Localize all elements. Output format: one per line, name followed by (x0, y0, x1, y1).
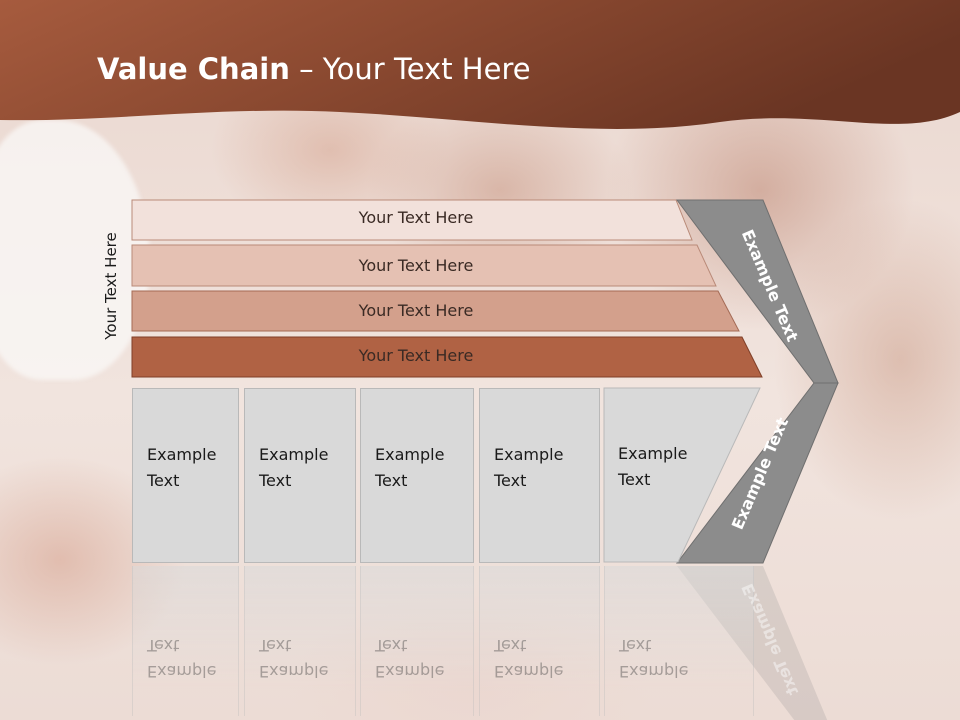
support-bar-1[interactable] (131, 199, 693, 241)
primary-box-4[interactable]: Example Text (479, 388, 600, 563)
primary-box-2-label: Example Text (259, 445, 329, 490)
primary-box-4-reflection-label: Example Text (494, 636, 564, 681)
support-bar-2[interactable] (131, 244, 717, 287)
primary-box-1-reflection: Example Text (132, 566, 239, 716)
primary-box-5-reflection-label: Example Text (619, 636, 689, 681)
primary-box-3-label: Example Text (375, 445, 445, 490)
support-bar-1-label: Your Text Here (358, 208, 474, 227)
value-arrow-lower[interactable] (675, 382, 839, 564)
support-bar-4[interactable] (131, 336, 763, 378)
primary-box-1-reflection-label: Example Text (147, 636, 217, 681)
support-bar-3-label: Your Text Here (358, 301, 474, 320)
primary-box-4-reflection: Example Text (479, 566, 600, 716)
title-bold: Value Chain (97, 52, 290, 86)
support-bar-2-label: Your Text Here (358, 256, 474, 275)
title-rest: – Your Text Here (289, 52, 531, 86)
primary-box-5-label: Example Text (618, 444, 688, 489)
primary-box-2[interactable]: Example Text (244, 388, 356, 563)
primary-box-1-label: Example Text (147, 445, 217, 490)
primary-box-2-reflection-label: Example Text (259, 636, 329, 681)
primary-box-3-reflection: Example Text (360, 566, 474, 716)
primary-box-5-slant (603, 387, 761, 563)
title-band (0, 0, 960, 129)
primary-box-1[interactable]: Example Text (132, 388, 239, 563)
primary-box-3-reflection-label: Example Text (375, 636, 445, 681)
primary-box-3[interactable]: Example Text (360, 388, 474, 563)
primary-box-5-reflection: Example Text (604, 566, 754, 716)
vertical-label: Your Text Here (102, 232, 120, 340)
primary-box-2-reflection: Example Text (244, 566, 356, 716)
support-bar-3[interactable] (131, 290, 740, 332)
page-title: Value Chain – Your Text Here (97, 52, 531, 86)
primary-box-4-label: Example Text (494, 445, 564, 490)
support-bar-4-label: Your Text Here (358, 346, 474, 365)
